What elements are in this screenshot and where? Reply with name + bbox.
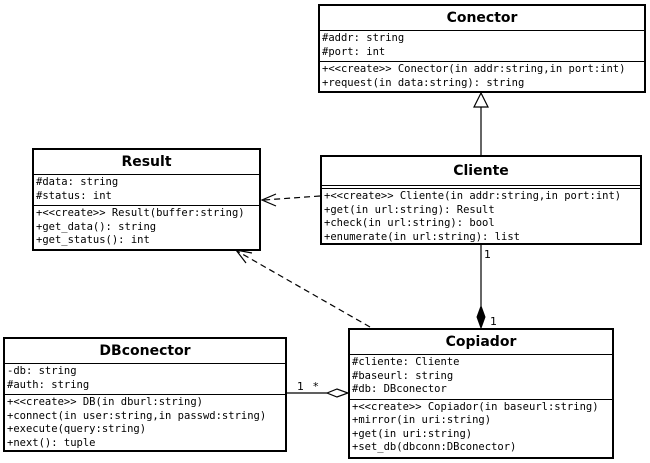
operations-section: +<<create>> Conector(in addr:string,in p… [320,61,644,91]
class-conector[interactable]: Conector #addr: string #port: int +<<cre… [318,4,646,93]
attribute: #baseurl: string [352,369,454,382]
operation: +set_db(dbconn:DBconector) [352,441,517,453]
operations-section: +<<create>> Copiador(in baseurl:string) … [350,398,612,457]
operation: +<<create>> Copiador(in baseurl:string) [352,400,599,413]
operation: +enumerate(in url:string): list [324,230,520,243]
dependency-copiador-result-line [236,250,371,328]
attribute: #addr: string [322,32,405,44]
operation: +check(in url:string): bool [324,217,495,229]
attribute: #data: string [36,176,119,188]
operation: +<<create>> Result(buffer:string) [36,207,245,219]
attribute: -db: string [7,365,77,377]
operation: +<<create>> Conector(in addr:string,in p… [322,63,626,75]
operation: +next(): tuple [7,436,96,449]
operation: +execute(query:string) [7,423,147,435]
attribute: #auth: string [7,378,90,391]
generalization-arrowhead [473,91,489,108]
class-cliente[interactable]: Cliente +<<create>> Cliente(in addr:stri… [320,155,642,245]
class-name: Conector [320,6,644,31]
attribute: #port: int [322,45,386,58]
attributes-section: #cliente: Cliente #baseurl: string #db: … [350,355,612,399]
operation: +get_data(): string [36,220,157,233]
operation: +<<create>> DB(in dburl:string) [7,396,203,408]
multiplicity-copiador-db-end: * [313,380,319,393]
class-result[interactable]: Result #data: string #status: int +<<cre… [32,148,261,251]
class-copiador[interactable]: Copiador #cliente: Cliente #baseurl: str… [348,328,614,459]
aggregation-diamond [325,388,350,398]
multiplicity-db-end: 1 [297,380,304,393]
class-name: Copiador [350,330,612,355]
operation: +get(in uri:string) [352,427,473,440]
multiplicity-cliente-end: 1 [484,248,491,261]
attributes-section: -db: string #auth: string [5,364,285,394]
attribute: #cliente: Cliente [352,356,460,368]
class-dbconector[interactable]: DBconector -db: string #auth: string +<<… [3,337,287,452]
attributes-section: #data: string #status: int [34,175,259,205]
composition-diamond [476,304,486,330]
class-name: DBconector [5,339,285,364]
operations-section: +<<create>> Cliente(in addr:string,in po… [322,188,640,243]
operation: +get_status(): int [36,234,150,246]
dependency-cliente-result-arrowhead [260,193,277,207]
attribute: #db: DBconector [352,383,447,395]
attributes-section: #addr: string #port: int [320,31,644,61]
operation: +connect(in user:string,in passwd:string… [7,409,267,422]
operation: +mirror(in uri:string) [352,414,492,426]
dependency-cliente-result-line [263,195,321,201]
operation: +request(in data:string): string [322,76,525,89]
operations-section: +<<create>> Result(buffer:string) +get_d… [34,205,259,249]
operation: +get(in url:string): Result [324,203,495,216]
attribute: #status: int [36,189,112,202]
operation: +<<create>> Cliente(in addr:string,in po… [324,190,622,202]
operations-section: +<<create>> DB(in dburl:string) +connect… [5,394,285,450]
class-name: Result [34,150,259,175]
class-name: Cliente [322,157,640,186]
multiplicity-copiador-end: 1 [490,315,497,328]
